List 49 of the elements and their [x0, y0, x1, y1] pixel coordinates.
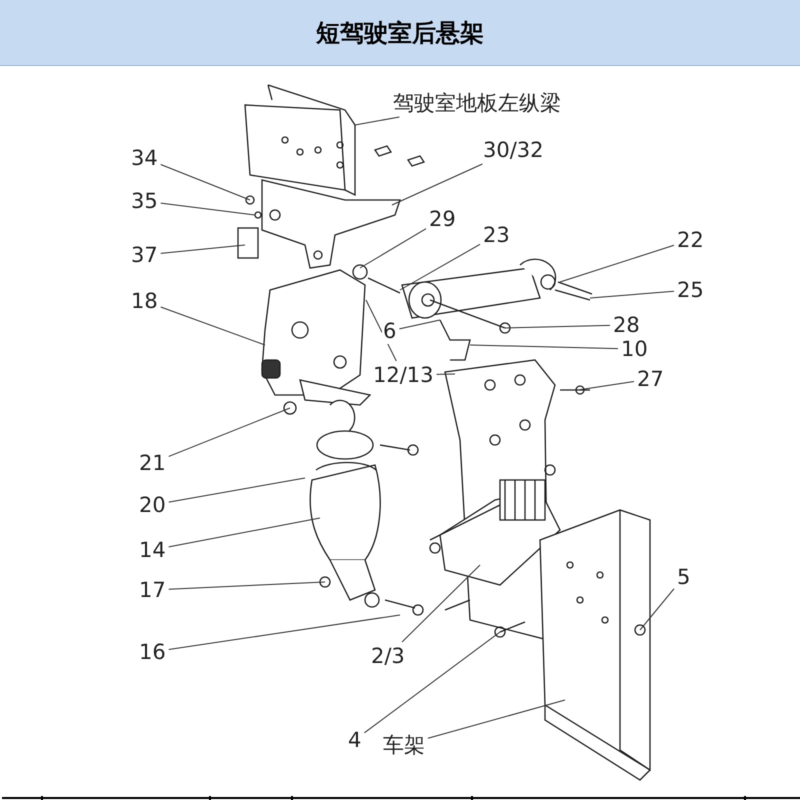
leader-line: [428, 700, 566, 739]
callout-label: 20: [139, 492, 166, 518]
callout-label: 驾驶室地板左纵梁: [393, 90, 561, 116]
leader-line: [160, 244, 246, 254]
callout-label: 10: [621, 336, 648, 362]
callout-label: 14: [139, 537, 166, 563]
leader-line: [400, 244, 480, 290]
callout-label: 4: [348, 727, 362, 753]
leader-line: [168, 518, 320, 548]
callout-label: 29: [429, 206, 456, 232]
leader-line: [470, 344, 618, 350]
callout-label: 5: [677, 564, 690, 590]
callout-label: 30/32: [483, 137, 544, 163]
callout-label: 车架: [383, 732, 425, 758]
callout-label: 28: [613, 312, 640, 338]
callout-label: 27: [637, 366, 664, 392]
leader-line: [590, 290, 674, 298]
leader-line: [504, 324, 610, 328]
title: 短驾驶室后悬架: [316, 18, 484, 48]
callout-label: 17: [139, 577, 166, 603]
leader-line: [160, 164, 250, 200]
leader-line: [560, 244, 674, 282]
leader-line: [354, 116, 400, 126]
callout-label: 22: [677, 227, 704, 253]
leader-line: [578, 381, 634, 390]
callout-label: 21: [139, 450, 166, 476]
callout-label: 37: [131, 242, 158, 268]
callout-label: 16: [139, 639, 166, 665]
leader-line: [168, 582, 326, 590]
callout-label: 6: [383, 318, 396, 344]
leader-line: [398, 320, 440, 330]
callout-label: 12/13: [373, 362, 434, 388]
callout-label: 34: [131, 145, 158, 171]
leader-line: [168, 478, 306, 503]
leader-line: [364, 632, 500, 734]
leader-line: [168, 408, 290, 457]
leader-line: [640, 588, 674, 630]
leader-line: [360, 228, 426, 268]
leader-line: [168, 614, 400, 650]
leader-line: [160, 202, 256, 216]
callout-label: 2/3: [371, 643, 405, 669]
leader-line: [402, 564, 480, 642]
leader-line: [436, 374, 456, 375]
leader-line: [392, 164, 483, 206]
leader-line: [160, 306, 266, 346]
callout-label: 23: [483, 222, 510, 248]
callout-label: 18: [131, 288, 158, 314]
callout-label: 25: [677, 277, 704, 303]
callout-label: 35: [131, 188, 158, 214]
